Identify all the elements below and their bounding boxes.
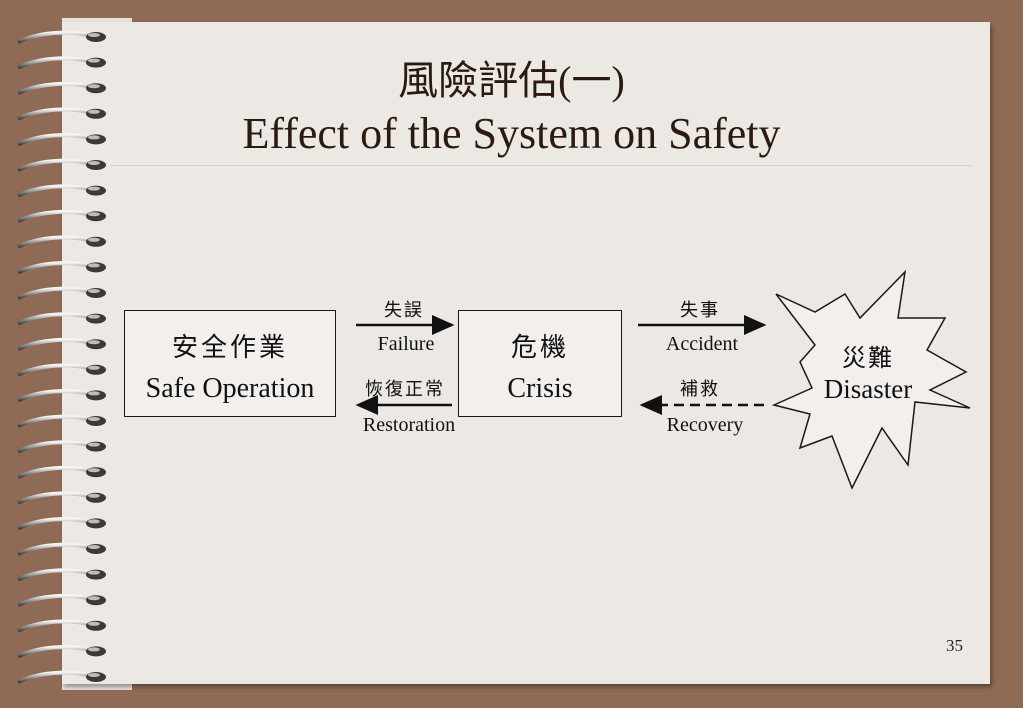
title-english: Effect of the System on Safety xyxy=(242,109,781,158)
node-crisis-zh: 危機 xyxy=(510,333,569,363)
spiral-coil-shine xyxy=(88,263,100,268)
spiral-coil-shine xyxy=(88,289,100,293)
spiral-coil-wire xyxy=(17,414,93,428)
spiral-coil-wire xyxy=(17,30,93,44)
spiral-coil-shine xyxy=(88,33,100,37)
title-chinese: 風險評估(一) xyxy=(398,58,625,103)
spiral-coil-shine xyxy=(88,493,100,498)
spiral-coil-shine xyxy=(88,673,100,677)
edge-restoration-en: Restoration xyxy=(362,414,456,436)
node-disaster-en: Disaster xyxy=(823,374,913,404)
spiral-coil-wire xyxy=(17,286,93,300)
spiral-coil-shine xyxy=(88,365,100,370)
spiral-coil-wire xyxy=(17,568,93,582)
spiral-coil-wire xyxy=(17,363,93,377)
spiral-coil-shine xyxy=(88,212,100,217)
spiral-binding xyxy=(17,30,106,684)
spiral-coil-wire xyxy=(17,440,93,454)
edge-failure-en: Failure xyxy=(377,333,435,355)
spiral-coil-wire xyxy=(17,158,93,172)
node-safe-operation: 安全作業 Safe Operation xyxy=(124,310,336,417)
spiral-coil-shine xyxy=(88,442,100,447)
spiral-coil-wire xyxy=(17,465,93,480)
spiral-coil-wire xyxy=(17,670,93,684)
spiral-coil-wire xyxy=(17,184,93,198)
spiral-coil-shine xyxy=(88,570,100,575)
spiral-coil-shine xyxy=(88,58,100,63)
spiral-coil-wire xyxy=(17,337,93,352)
spiral-coil-wire xyxy=(17,389,93,403)
spiral-coil-shine xyxy=(88,468,100,473)
spiral-coil-shine xyxy=(88,314,100,319)
spiral-coil-shine xyxy=(88,596,100,601)
edge-accident-zh: 失事 xyxy=(680,300,720,321)
edge-recovery-en: Recovery xyxy=(666,414,744,436)
spiral-coil-shine xyxy=(88,237,100,242)
spiral-coil-shine xyxy=(88,621,100,626)
spiral-coil-wire xyxy=(17,593,93,608)
title-divider xyxy=(110,165,972,166)
edge-recovery-zh: 補救 xyxy=(680,379,720,400)
spiral-coil-wire xyxy=(17,491,93,505)
disaster-burst-shape xyxy=(771,269,971,490)
node-crisis-en: Crisis xyxy=(507,373,573,404)
spiral-coil-wire xyxy=(17,517,93,531)
node-disaster-zh: 災難 xyxy=(842,344,894,372)
spiral-coil-shine xyxy=(88,519,100,524)
spiral-coil-wire xyxy=(17,107,93,121)
spiral-coil-wire xyxy=(17,312,93,326)
spiral-coil-shine xyxy=(88,186,100,191)
edge-failure-zh: 失誤 xyxy=(384,300,424,321)
spiral-coil-wire xyxy=(17,261,93,275)
spiral-coil-shine xyxy=(88,109,100,114)
spiral-coil-wire xyxy=(17,235,93,249)
spiral-coil-shine xyxy=(88,647,100,652)
node-safe-operation-en: Safe Operation xyxy=(145,373,315,404)
spiral-coil-shine xyxy=(88,391,100,396)
spiral-coil-shine xyxy=(88,135,100,140)
edge-restoration-zh: 恢復正常 xyxy=(365,379,445,400)
spiral-coil-wire xyxy=(17,81,93,96)
spiral-coil-shine xyxy=(88,545,100,549)
spiral-coil-wire xyxy=(17,645,93,659)
edge-accident-en: Accident xyxy=(665,333,739,355)
page-number: 35 xyxy=(946,636,963,655)
spiral-coil-shine xyxy=(88,161,100,165)
spiral-coil-wire xyxy=(17,133,93,147)
node-crisis: 危機 Crisis xyxy=(458,310,622,417)
spiral-coil-wire xyxy=(17,56,93,70)
spiral-coil-shine xyxy=(88,340,100,345)
spiral-coil-wire xyxy=(17,542,93,556)
node-safe-operation-zh: 安全作業 xyxy=(171,333,288,363)
spiral-coil-shine xyxy=(88,417,100,421)
spiral-coil-wire xyxy=(17,619,93,633)
spiral-coil-shine xyxy=(88,84,100,89)
spiral-coil-wire xyxy=(17,209,93,224)
